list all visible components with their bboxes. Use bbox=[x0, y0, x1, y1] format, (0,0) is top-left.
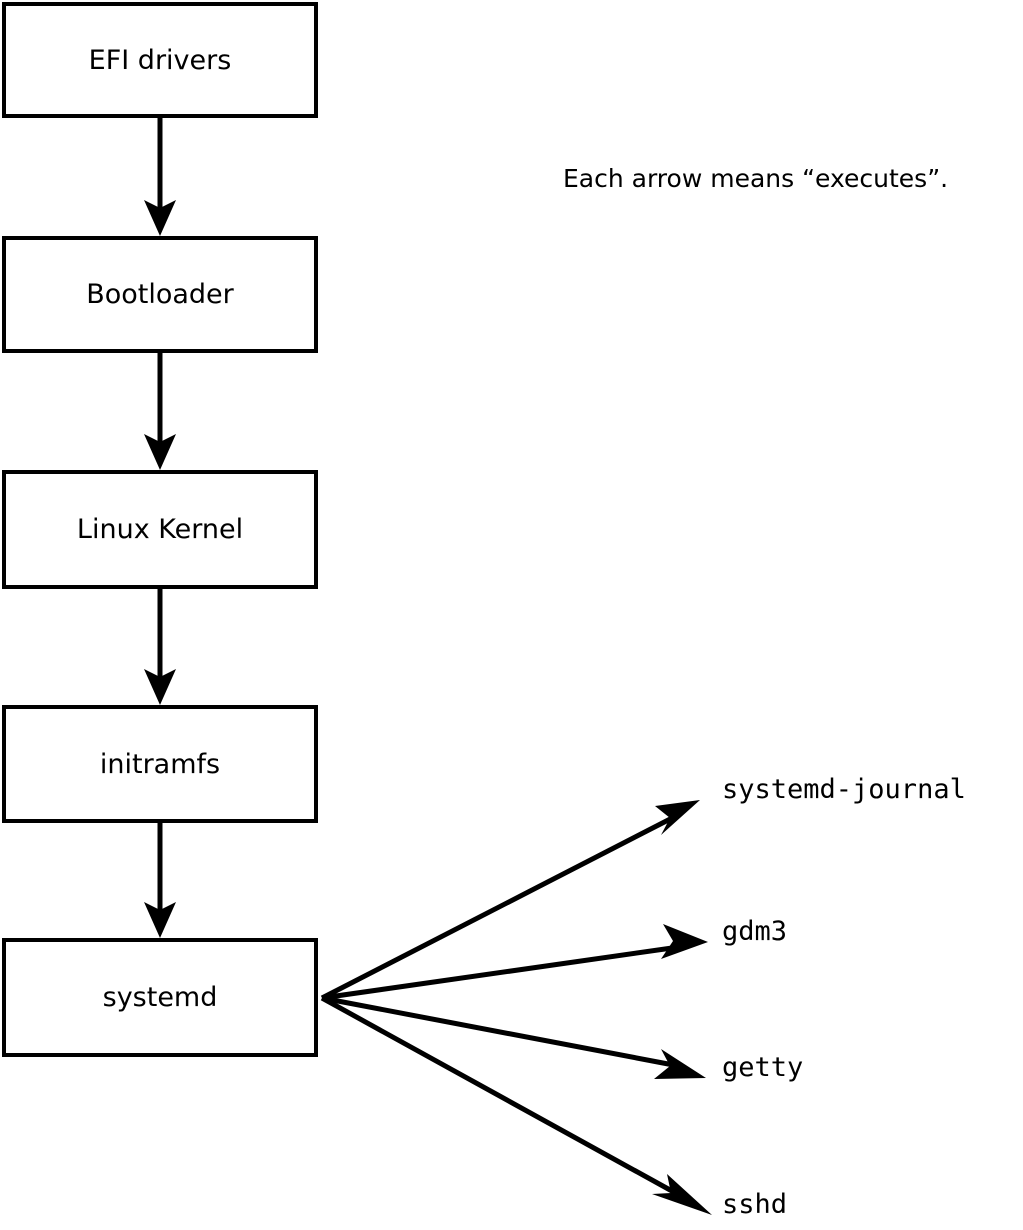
node-label-efi-drivers: EFI drivers bbox=[88, 44, 232, 76]
service-label-sshd[interactable]: sshd bbox=[722, 1189, 788, 1220]
service-label-gdm3[interactable]: gdm3 bbox=[722, 916, 788, 947]
node-label-systemd: systemd bbox=[102, 982, 218, 1013]
service-arrow-sshd bbox=[320, 995, 712, 1215]
node-initramfs[interactable]: initramfs bbox=[2, 705, 318, 823]
node-systemd[interactable]: systemd bbox=[2, 938, 318, 1057]
service-label-getty[interactable]: getty bbox=[722, 1052, 804, 1083]
service-arrow-systemd-journal bbox=[320, 800, 700, 1001]
node-bootloader[interactable]: Bootloader bbox=[2, 236, 318, 353]
node-linux-kernel[interactable]: Linux Kernel bbox=[2, 470, 318, 589]
chain-arrow-bootloader-to-kernel bbox=[144, 353, 176, 470]
node-label-initramfs: initramfs bbox=[99, 748, 221, 780]
service-arrow-getty bbox=[321, 995, 706, 1079]
node-label-bootloader: Bootloader bbox=[86, 279, 234, 310]
node-efi-drivers[interactable]: EFI drivers bbox=[2, 2, 318, 118]
service-label-systemd-journal[interactable]: systemd-journal bbox=[722, 774, 966, 805]
service-arrow-gdm3 bbox=[321, 924, 708, 1001]
node-label-linux-kernel: Linux Kernel bbox=[76, 514, 244, 545]
chain-arrow-initramfs-to-systemd bbox=[144, 823, 176, 938]
diagram-caption: Each arrow means “executes”. bbox=[563, 164, 949, 193]
chain-arrow-efi-to-bootloader bbox=[144, 118, 176, 236]
chain-arrow-kernel-to-initramfs bbox=[144, 589, 176, 705]
